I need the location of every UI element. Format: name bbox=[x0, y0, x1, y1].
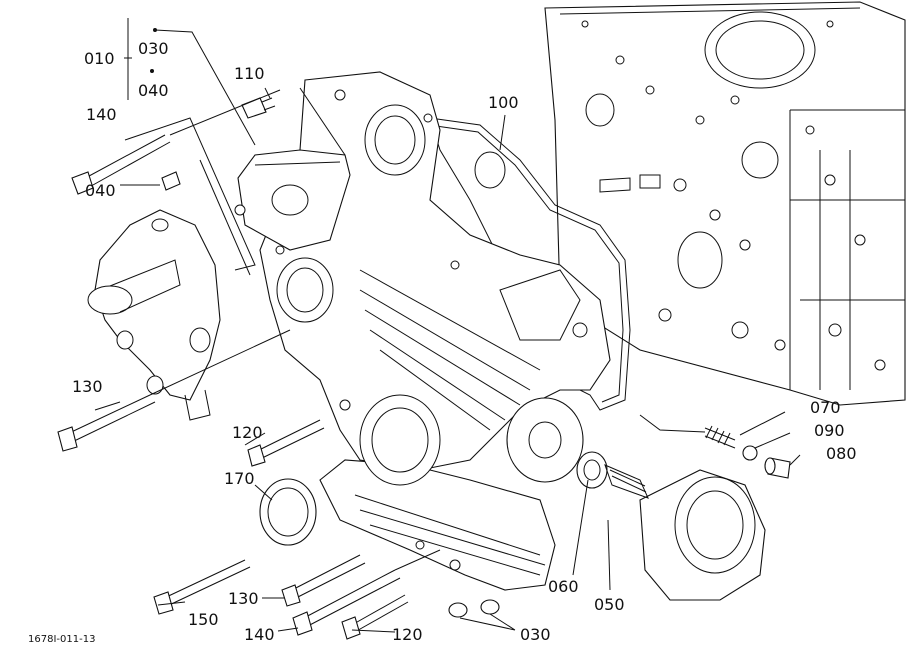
lower-cover bbox=[319, 394, 556, 591]
label-110: 110 bbox=[234, 64, 265, 83]
gasket bbox=[429, 117, 631, 411]
leader-lines bbox=[94, 18, 801, 633]
label-040-side: 040 bbox=[85, 181, 116, 200]
drawing-code: 1678I-011-13 bbox=[28, 634, 95, 645]
label-090: 090 bbox=[814, 421, 845, 440]
bolts bbox=[57, 97, 500, 640]
label-100: 100 bbox=[488, 93, 519, 112]
engine-block bbox=[544, 1, 906, 406]
callout-labels: 010 030 040 110 140 040 100 130 120 170 … bbox=[28, 39, 857, 645]
label-030-top: 030 bbox=[138, 39, 169, 58]
oil-filter-bracket bbox=[506, 397, 608, 489]
label-140-lower: 140 bbox=[244, 625, 275, 644]
label-140-upper: 140 bbox=[86, 105, 117, 124]
thermostat-housing bbox=[234, 149, 351, 251]
label-120-upper: 120 bbox=[232, 423, 263, 442]
label-060: 060 bbox=[548, 577, 579, 596]
bullet-dot bbox=[150, 69, 154, 73]
relief-valve-parts bbox=[704, 425, 791, 479]
label-040-top: 040 bbox=[138, 81, 169, 100]
label-130-upper: 130 bbox=[72, 377, 103, 396]
label-080: 080 bbox=[826, 444, 857, 463]
label-130-lower: 130 bbox=[228, 589, 259, 608]
label-150: 150 bbox=[188, 610, 219, 629]
label-030-bottom: 030 bbox=[520, 625, 551, 644]
label-170: 170 bbox=[224, 469, 255, 488]
oil-filter bbox=[604, 464, 766, 601]
label-010: 010 bbox=[84, 49, 115, 68]
water-pump bbox=[87, 209, 221, 421]
label-120-lower: 120 bbox=[392, 625, 423, 644]
label-050: 050 bbox=[594, 595, 625, 614]
label-070: 070 bbox=[810, 398, 841, 417]
oil-seal bbox=[259, 478, 317, 546]
